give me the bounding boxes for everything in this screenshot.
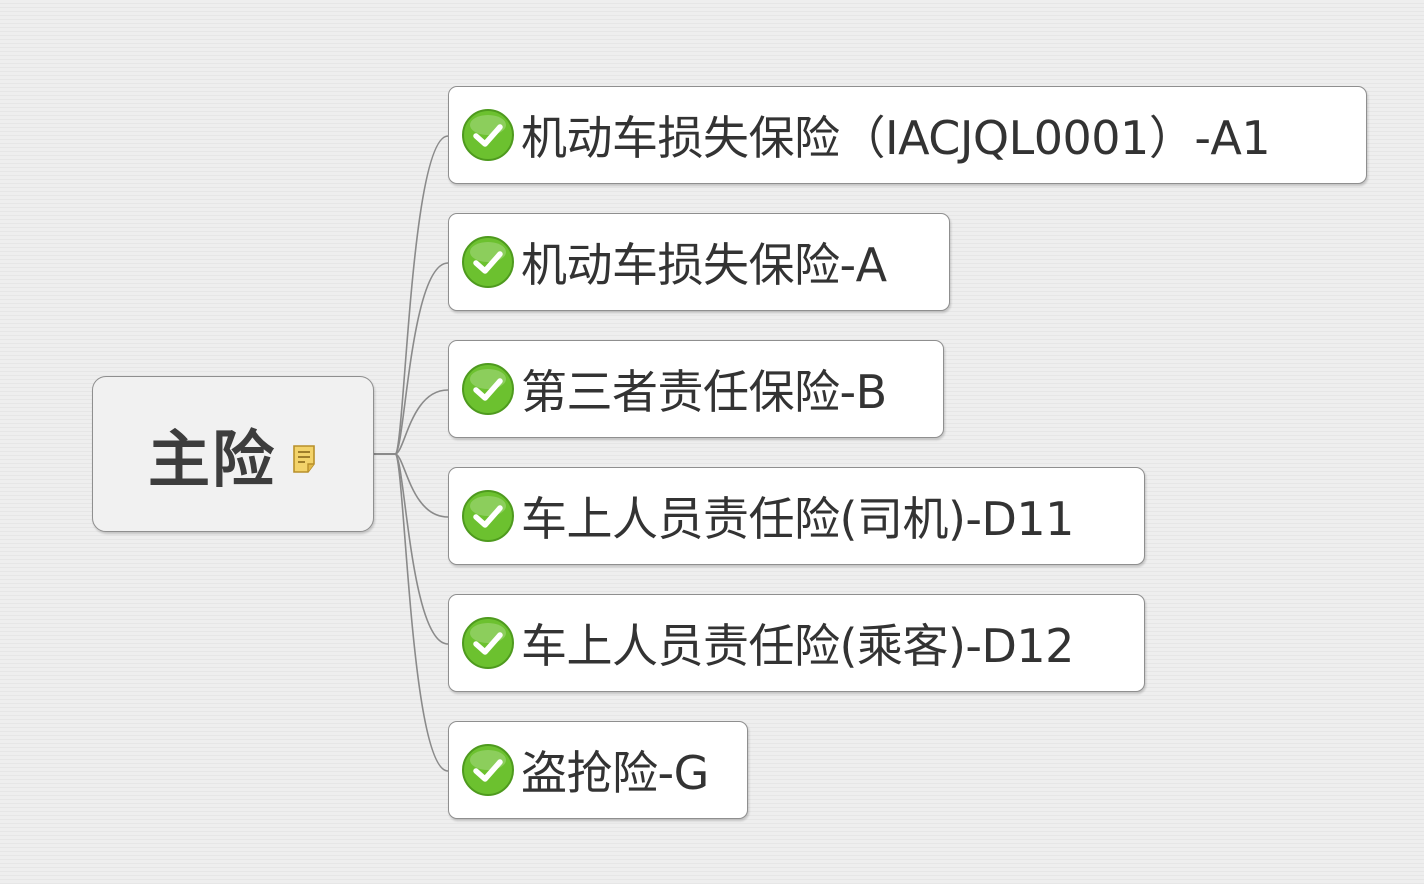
subtopic-4[interactable]: 车上人员责任险(司机)-D11 [448,467,1145,565]
subtopic-label: 机动车损失保险（IACJQL0001）-A1 [521,111,1271,165]
subtopic-label: 第三者责任保险-B [521,365,887,419]
subtopic-5[interactable]: 车上人员责任险(乘客)-D12 [448,594,1145,692]
check-circle-icon [462,617,514,669]
root-topic[interactable]: 主险 [92,376,374,532]
check-circle-icon [462,490,514,542]
note-icon[interactable] [292,444,318,474]
subtopic-label: 机动车损失保险-A [521,238,887,292]
subtopic-2[interactable]: 机动车损失保险-A [448,213,950,311]
subtopic-1[interactable]: 机动车损失保险（IACJQL0001）-A1 [448,86,1367,184]
subtopic-3[interactable]: 第三者责任保险-B [448,340,944,438]
connector-line-1 [374,135,449,455]
subtopic-label: 车上人员责任险(乘客)-D12 [521,619,1074,673]
connector-line-2 [374,262,449,455]
root-topic-label: 主险 [147,423,276,496]
subtopic-label: 车上人员责任险(司机)-D11 [521,492,1074,546]
subtopic-6[interactable]: 盗抢险-G [448,721,748,819]
subtopic-label: 盗抢险-G [521,746,709,800]
connector-line-6 [374,453,449,772]
check-circle-icon [462,744,514,796]
check-circle-icon [462,109,514,161]
check-circle-icon [462,236,514,288]
connector-line-4 [374,453,449,518]
connector-line-3 [374,389,449,455]
check-circle-icon [462,363,514,415]
